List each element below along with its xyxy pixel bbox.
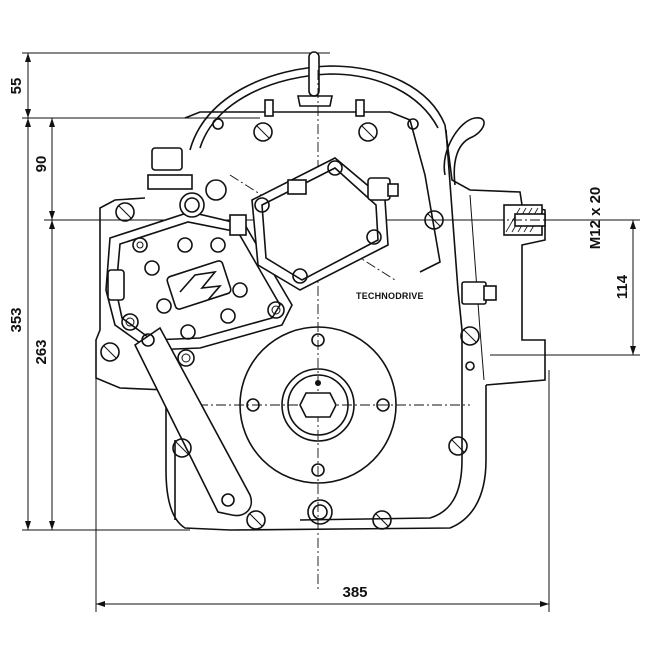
gearbox-housing	[95, 65, 546, 531]
shift-lever	[133, 326, 252, 517]
upper-cover-plate	[251, 157, 399, 291]
dimension-lines	[22, 52, 640, 612]
brand-label: TECHNODRIVE	[356, 291, 424, 301]
dim-90-label: 90	[33, 156, 50, 173]
dim-263-label: 263	[33, 339, 50, 364]
output-flange	[239, 326, 397, 484]
side-bolt	[461, 281, 497, 305]
thread-spec-label: M12 x 20	[587, 187, 604, 250]
dim-55-label: 55	[8, 78, 25, 95]
control-valve-block	[105, 211, 293, 367]
lifting-eye	[297, 51, 333, 107]
top-studs	[264, 99, 365, 117]
valve-cap	[147, 147, 247, 236]
housing-bolts	[100, 118, 480, 530]
dim-114-label: 114	[614, 274, 631, 299]
dim-353-label: 353	[8, 307, 25, 332]
dipstick-hook	[443, 117, 485, 186]
dim-385-label: 385	[342, 584, 367, 601]
